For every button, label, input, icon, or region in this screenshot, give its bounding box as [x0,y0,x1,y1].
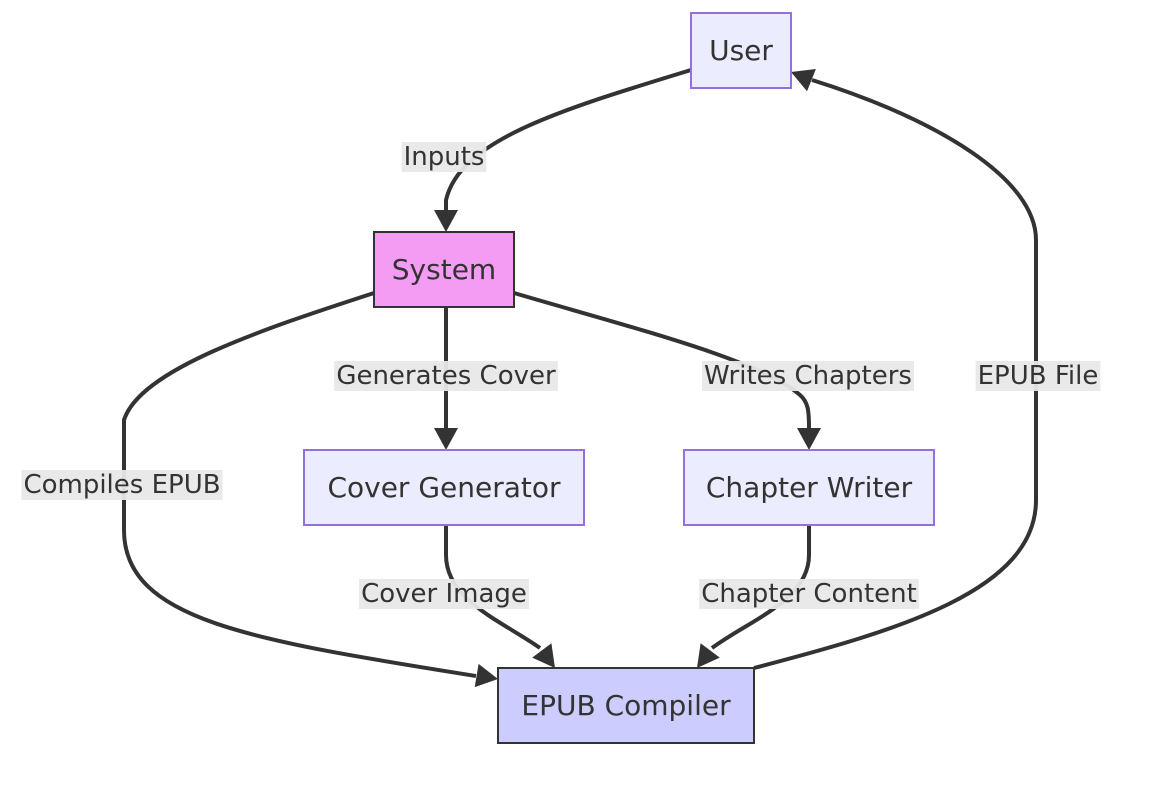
arrowhead-epub-file [791,68,816,92]
node-box-chapter [683,449,935,526]
edge-label-text: EPUB File [978,361,1099,391]
arrowhead-compiles-epub [474,663,498,688]
node-box-cover [303,449,585,526]
edge-label-background [334,361,558,391]
edge-label-background [699,579,919,609]
node-system[interactable]: System [373,231,515,308]
node-label-user: User [709,34,773,67]
edge-label-cover-image: Cover Image [359,579,529,609]
edge-inputs [444,68,692,210]
edge-label-text: Generates Cover [336,361,556,391]
edge-label-text: Compiles EPUB [23,470,220,500]
edge-label-compiles-epub: Compiles EPUB [21,470,223,500]
edge-label-text: Cover Image [361,579,527,609]
node-label-system: System [392,253,496,286]
arrowhead-generates-cover [434,428,458,450]
edge-label-inputs: Inputs [401,142,487,172]
edge-label-background [21,470,223,500]
node-user[interactable]: User [690,12,792,89]
node-box-user [690,12,792,89]
edge-compiles-epub [122,291,477,678]
edge-label-background [359,579,529,609]
node-box-compiler [497,667,755,744]
node-label-compiler: EPUB Compiler [521,689,731,722]
edge-label-chapter-content: Chapter Content [699,579,919,609]
node-label-cover: Cover Generator [327,471,561,504]
edge-label-text: Writes Chapters [704,361,912,391]
edge-label-text: Chapter Content [701,579,917,609]
arrowhead-chapter-content [697,643,720,668]
edge-label-writes-chapters: Writes Chapters [702,361,914,391]
arrowhead-inputs [434,210,458,232]
arrowhead-cover-image [532,643,555,668]
node-compiler[interactable]: EPUB Compiler [497,667,755,744]
edge-label-epub-file: EPUB File [975,361,1101,391]
edge-label-background [702,361,914,391]
edge-label-background [975,361,1101,391]
node-chapter[interactable]: Chapter Writer [683,449,935,526]
edge-epub-file [753,78,1038,670]
node-cover[interactable]: Cover Generator [303,449,585,526]
node-label-chapter: Chapter Writer [706,471,913,504]
edge-label-text: Inputs [404,142,485,172]
node-box-system [373,231,515,308]
edge-label-background [401,142,487,172]
edge-label-generates-cover: Generates Cover [334,361,558,391]
arrowhead-writes-chapters [797,428,821,450]
